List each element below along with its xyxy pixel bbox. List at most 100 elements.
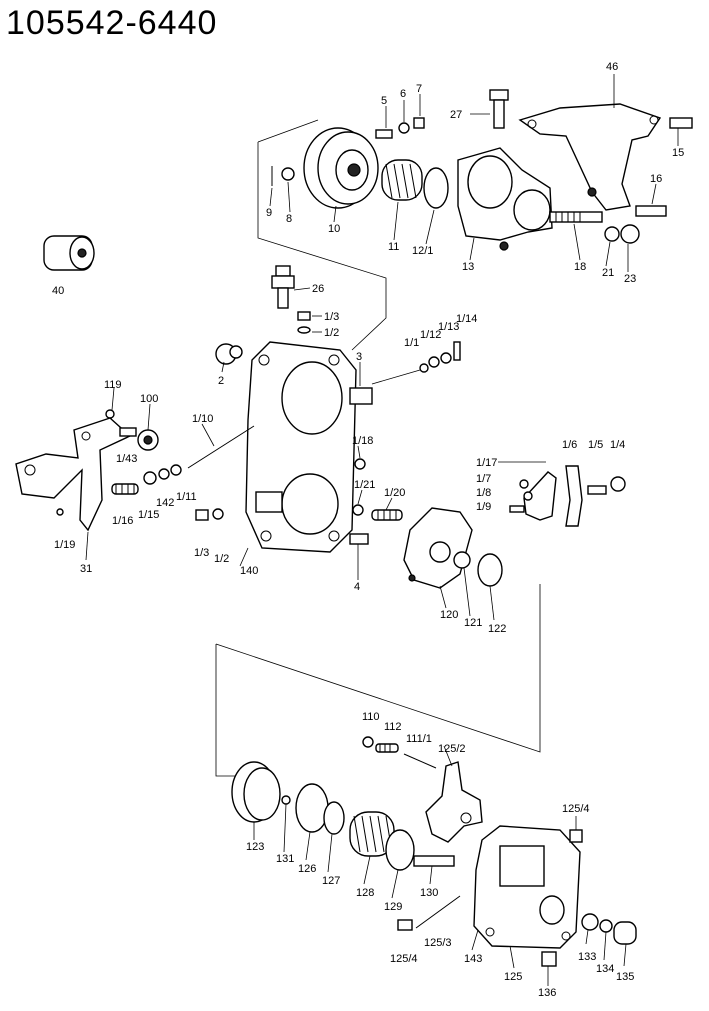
label-1-18: 1/18 — [352, 435, 373, 447]
part-1-2-washer-bottom — [212, 508, 224, 520]
middle-assembly — [15, 265, 626, 589]
part-2-fitting — [215, 343, 243, 365]
main-housing — [245, 341, 357, 553]
label-10: 10 — [328, 223, 340, 235]
label-1-10: 1/10 — [192, 413, 213, 425]
label-1-9: 1/9 — [476, 501, 491, 513]
part-11-spring — [381, 159, 423, 201]
label-16: 16 — [650, 173, 662, 185]
label-40: 40 — [52, 285, 64, 297]
part-127-ring — [323, 801, 345, 835]
label-11: 11 — [388, 241, 399, 253]
label-7: 7 — [416, 83, 422, 95]
label-5: 5 — [381, 95, 387, 107]
label-100: 100 — [140, 393, 158, 405]
label-1-7: 1/7 — [476, 473, 491, 485]
part-122-sleeve — [477, 553, 503, 587]
part-126-disc — [295, 783, 329, 833]
part-1-16-spring — [111, 483, 139, 495]
part-133-washer — [581, 913, 599, 931]
leader-lines — [85, 74, 679, 986]
part-1-8 — [523, 491, 533, 501]
part-1-21 — [352, 504, 364, 516]
label-120: 120 — [440, 609, 458, 621]
part-136-nut — [541, 951, 557, 967]
lower-guide-right — [215, 584, 541, 753]
part-labels: 46 5 6 7 27 15 9 8 10 11 12/1 13 16 18 2… — [52, 61, 684, 999]
part-1-3-screw-top — [297, 311, 311, 321]
part-131-ring — [281, 795, 291, 805]
part-128-spring — [349, 811, 395, 857]
lower-guide-left — [215, 644, 236, 777]
label-1-3-bottom: 1/3 — [194, 547, 209, 559]
label-122: 122 — [488, 623, 506, 635]
part-1-7 — [519, 479, 529, 489]
label-129: 129 — [384, 901, 402, 913]
label-131: 131 — [276, 853, 294, 865]
label-31: 31 — [80, 563, 92, 575]
label-125-2: 125/2 — [438, 743, 466, 755]
label-125-4-top: 125/4 — [562, 803, 590, 815]
part-1-18 — [354, 458, 366, 470]
part-121-washer — [453, 551, 471, 569]
label-2: 2 — [218, 375, 224, 387]
label-1-11b: 1/11 — [176, 491, 197, 503]
label-1-2-top: 1/2 — [324, 327, 339, 339]
label-23: 23 — [624, 273, 636, 285]
label-128: 128 — [356, 887, 374, 899]
part-1-10-shaft — [187, 425, 255, 469]
part-125-cover — [473, 825, 581, 949]
label-46: 46 — [606, 61, 618, 73]
part-12-1-o-ring — [423, 167, 449, 209]
label-136: 136 — [538, 987, 556, 999]
label-143: 143 — [464, 953, 482, 965]
part-1-11b — [170, 464, 182, 476]
label-1-15: 1/15 — [138, 509, 159, 521]
part-10-pulley — [303, 127, 379, 209]
label-1-20: 1/20 — [384, 487, 405, 499]
part-142 — [158, 468, 170, 480]
label-1-17: 1/17 — [476, 457, 497, 469]
label-127: 127 — [322, 875, 340, 887]
label-119: 119 — [104, 379, 122, 391]
part-1-43-link — [119, 427, 137, 437]
label-1-2-bottom: 1/2 — [214, 553, 229, 565]
part-8-washer — [281, 167, 295, 181]
label-123: 123 — [246, 841, 264, 853]
part-1-14 — [453, 341, 461, 361]
page-title: 105542-6440 — [6, 4, 218, 42]
label-1-21: 1/21 — [354, 479, 375, 491]
assembly-guide-line — [257, 142, 387, 351]
label-133: 133 — [578, 951, 596, 963]
part-111-1-rod — [403, 753, 437, 769]
label-12-1: 12/1 — [412, 245, 433, 257]
label-126: 126 — [298, 863, 316, 875]
label-15: 15 — [672, 147, 684, 159]
label-21: 21 — [602, 267, 614, 279]
label-1-13: 1/13 — [438, 321, 459, 333]
part-13-housing — [457, 147, 553, 251]
label-134: 134 — [596, 963, 614, 975]
label-8: 8 — [286, 213, 292, 225]
part-119-nut — [105, 409, 115, 419]
label-1-4: 1/4 — [610, 439, 625, 451]
part-100-bushing — [137, 429, 159, 451]
part-1-6-lever — [565, 465, 583, 527]
label-110: 110 — [362, 711, 380, 723]
label-142: 142 — [156, 497, 174, 509]
part-15-bolt — [669, 117, 693, 129]
part-40-cap — [43, 235, 95, 271]
label-27: 27 — [450, 109, 462, 121]
part-1-15 — [143, 471, 157, 485]
label-26: 26 — [312, 283, 324, 295]
label-4: 4 — [354, 581, 360, 593]
part-1-9 — [509, 505, 525, 513]
label-111-1: 111/1 — [406, 733, 432, 745]
label-1-3-top: 1/3 — [324, 311, 339, 323]
part-1-5-spring — [587, 485, 607, 495]
label-125-3: 125/3 — [424, 937, 452, 949]
label-1-16: 1/16 — [112, 515, 133, 527]
label-18: 18 — [574, 261, 586, 273]
part-6-washer — [398, 122, 410, 134]
